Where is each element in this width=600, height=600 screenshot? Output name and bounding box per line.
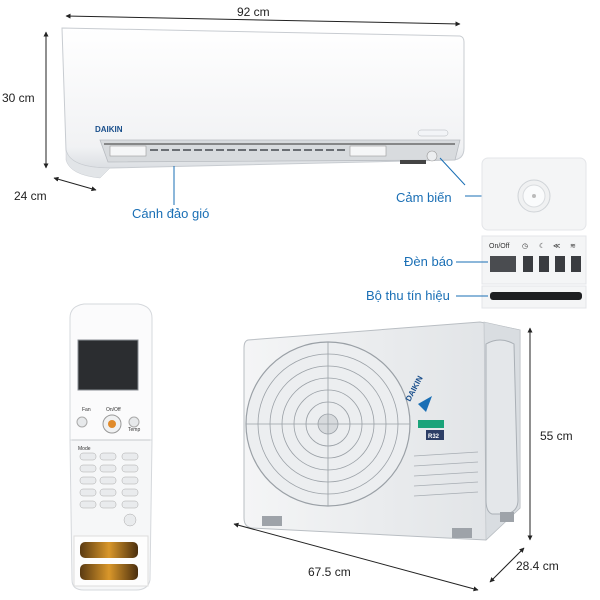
outdoor-width-label: 67.5 cm: [308, 565, 351, 579]
indicator-callout: Đèn báo: [404, 254, 453, 269]
remote-button[interactable]: [99, 476, 117, 485]
refrigerant-label: R32: [428, 434, 440, 440]
remote-button[interactable]: [121, 476, 139, 485]
remote-round-button[interactable]: [123, 513, 137, 527]
sensor-leader-a: [439, 157, 466, 186]
valve-cover: [485, 339, 519, 515]
outdoor-dimension-lines: [233, 327, 533, 592]
fan-speed-icon: ≪: [553, 243, 560, 250]
remote-button[interactable]: [79, 452, 97, 461]
indoor-dimension-lines: [43, 13, 461, 192]
indoor-height-label: 30 cm: [2, 91, 35, 105]
sensor-window: [426, 150, 438, 162]
receiver-callout: Bộ thu tín hiệu: [366, 288, 450, 303]
sensor-callout: Cảm biến: [396, 190, 452, 205]
wifi-icon: ≋: [570, 243, 576, 250]
fan-grille: [245, 341, 411, 507]
remote-button[interactable]: [121, 500, 139, 509]
foot: [452, 528, 472, 538]
indicator-onoff-label: On/Off: [489, 243, 510, 250]
battery-icon: [80, 564, 138, 580]
battery-icon: [80, 542, 138, 558]
timer-icon: ◷: [522, 243, 528, 250]
indoor-brand-logo: DAIKIN: [95, 125, 123, 134]
remote-button[interactable]: [99, 464, 117, 473]
refrigerant-badge-bar: [418, 420, 444, 428]
indoor-width-label: 92 cm: [237, 5, 270, 19]
remote-button-grid: [79, 452, 139, 527]
remote-fan-label: Fan: [82, 407, 91, 413]
remote-button[interactable]: [99, 500, 117, 509]
remote-button[interactable]: [121, 452, 139, 461]
indicator-fan-lamp: [555, 256, 565, 272]
louver-callout: Cánh đảo gió: [132, 206, 209, 221]
sensor-detail-panel: [481, 157, 587, 231]
foot: [500, 512, 514, 522]
receiver-window: [400, 160, 426, 164]
indicator-wifi-lamp: [571, 256, 581, 272]
receiver-detail-panel: [481, 285, 587, 309]
remote-onoff-label: On/Off: [106, 407, 121, 413]
moon-icon: ☾: [539, 242, 545, 250]
outdoor-height-label: 55 cm: [540, 429, 573, 443]
remote-button[interactable]: [79, 464, 97, 473]
side-vents: [413, 451, 479, 497]
remote-button[interactable]: [99, 488, 117, 497]
remote-button[interactable]: [121, 488, 139, 497]
remote-temp-button[interactable]: [128, 416, 140, 428]
inverter-badge: [417, 129, 449, 137]
outdoor-unit: DAIKIN R32: [243, 321, 521, 541]
outdoor-depth-label: 28.4 cm: [516, 559, 559, 573]
indicator-onoff-lamp: [490, 256, 516, 272]
indicator-sleep-lamp: [539, 256, 549, 272]
daikin-logo-icon: [418, 396, 432, 412]
foot: [262, 516, 282, 526]
indoor-depth-label: 24 cm: [14, 189, 47, 203]
remote-button[interactable]: [99, 452, 117, 461]
remote-mode-label: Mode: [78, 446, 91, 452]
remote-button[interactable]: [79, 476, 97, 485]
remote-fan-button[interactable]: [76, 416, 88, 428]
remote-button[interactable]: [79, 488, 97, 497]
remote-control: Fan On/Off Temp Mode: [69, 303, 153, 591]
remote-button[interactable]: [79, 500, 97, 509]
power-icon: [108, 420, 116, 428]
refrigerant-badge: [426, 430, 444, 440]
indoor-unit: DAIKIN: [61, 27, 465, 179]
remote-lcd: [77, 339, 139, 391]
remote-temp-label: Temp: [128, 427, 140, 433]
remote-button[interactable]: [121, 464, 139, 473]
indicator-detail-panel: On/Off ◷ ☾ ≪ ≋: [481, 235, 587, 285]
indicator-timer-lamp: [523, 256, 533, 272]
louver: [99, 139, 461, 163]
